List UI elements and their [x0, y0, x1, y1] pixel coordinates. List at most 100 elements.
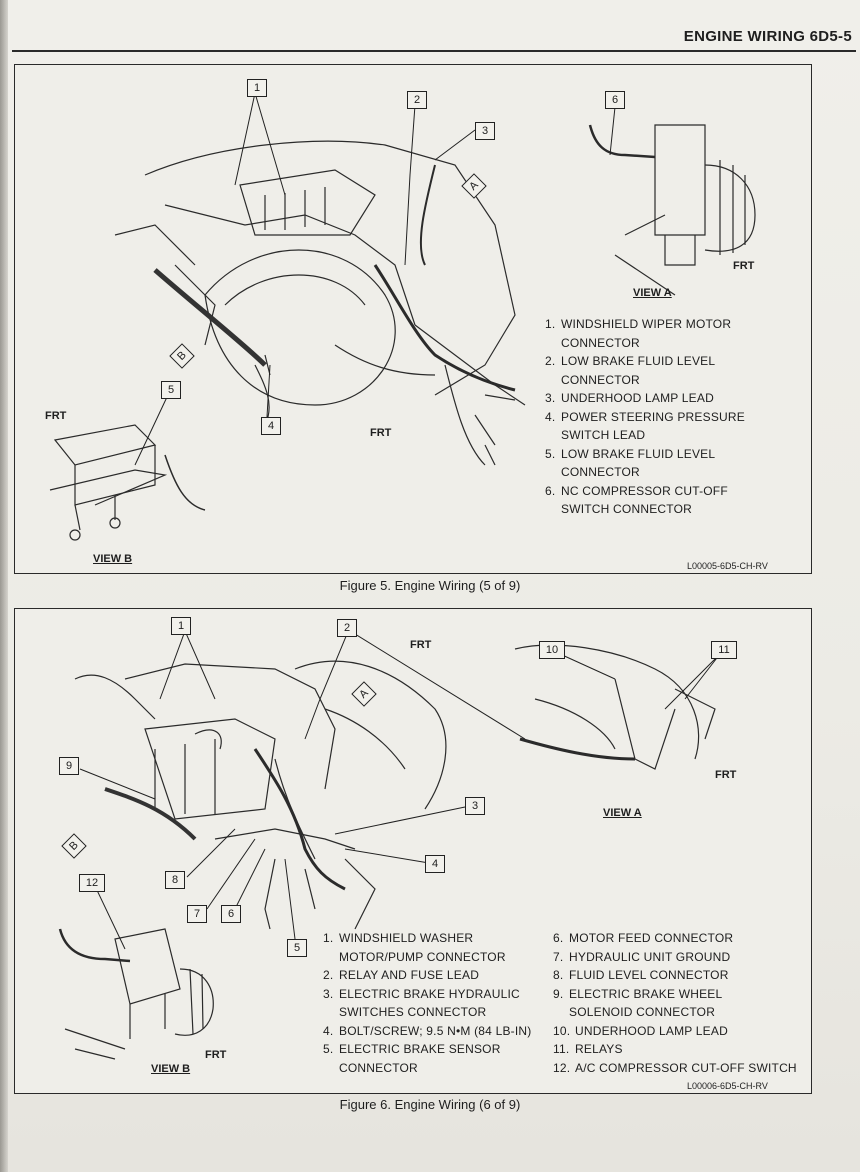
- legend-item-number: 1.: [323, 931, 334, 945]
- legend-item-line: 9. ELECTRIC BRAKE WHEEL: [553, 985, 803, 1004]
- legend-item-number: 6.: [553, 931, 564, 945]
- fig5-legend: 1. WINDSHIELD WIPER MOTOR CONNECTOR 2. LOW B…: [545, 315, 805, 519]
- fig5-frt-main: FRT: [370, 427, 392, 439]
- fig6-callout-3: 3: [465, 797, 485, 815]
- fig5-frt-view-a: FRT: [733, 260, 755, 272]
- legend-item-text: MOTOR FEED CONNECTOR: [569, 931, 734, 945]
- figure-5-caption: Figure 5. Engine Wiring (5 of 9): [339, 578, 521, 593]
- fig6-callout-8: 8: [165, 871, 185, 889]
- fig6-frt-main: FRT: [410, 639, 432, 651]
- legend-item-line: 6. MOTOR FEED CONNECTOR: [553, 929, 803, 948]
- legend-item-line: 1. WINDSHIELD WASHER: [323, 929, 543, 948]
- fig6-callout-7: 7: [187, 905, 207, 923]
- legend-item-text: LOW BRAKE FLUID LEVEL: [561, 446, 716, 461]
- legend-item-text: SWITCH LEAD: [561, 428, 646, 442]
- legend-item-text: WINDSHIELD WASHER: [339, 931, 474, 945]
- legend-item-text: RELAYS: [575, 1042, 623, 1056]
- fig5-view-b-label: VIEW B: [93, 553, 133, 565]
- figure-5-box: 1 2 3 4 5 6 A B FRT FRT FRT VIEW A VIEW …: [14, 64, 812, 574]
- legend-item-number: 4.: [323, 1023, 334, 1038]
- fig5-drawing-code: L00005-6D5-CH-RV: [687, 561, 768, 571]
- legend-item-text: ELECTRIC BRAKE SENSOR: [339, 1042, 501, 1056]
- fig6-frt-view-b: FRT: [205, 1049, 227, 1061]
- legend-item-line: SWITCH CONNECTOR: [545, 500, 805, 519]
- legend-item-number: 1.: [545, 317, 556, 331]
- legend-item-number: 11.: [553, 1042, 570, 1056]
- fig6-callout-1: 1: [171, 617, 191, 635]
- legend-item-text: CONNECTOR: [339, 1060, 418, 1075]
- fig6-callout-5: 5: [287, 939, 307, 957]
- fig6-view-a-label: VIEW A: [603, 807, 642, 819]
- legend-item-text: LOW BRAKE FLUID LEVEL: [561, 354, 716, 368]
- fig5-callout-2: 2: [407, 91, 427, 109]
- fig5-view-a-label: VIEW A: [633, 287, 672, 299]
- legend-item-line: 3. ELECTRIC BRAKE HYDRAULIC: [323, 985, 543, 1004]
- legend-item-line: 6. NC COMPRESSOR CUT-OFF: [545, 482, 805, 501]
- legend-item-number: 3.: [323, 986, 334, 1001]
- legend-item-number: 5.: [545, 446, 556, 461]
- legend-item-text: RELAY AND FUSE LEAD: [339, 968, 480, 982]
- legend-item-line: 5. ELECTRIC BRAKE SENSOR: [323, 1040, 543, 1059]
- legend-item-text: HYDRAULIC UNIT GROUND: [569, 949, 731, 964]
- fig6-frt-view-a: FRT: [715, 769, 737, 781]
- legend-item-text: SWITCHES CONNECTOR: [339, 1005, 487, 1019]
- legend-item-text: ELECTRIC BRAKE HYDRAULIC: [339, 986, 520, 1001]
- fig6-view-b-label: VIEW B: [151, 1063, 191, 1075]
- legend-item-text: A/C COMPRESSOR CUT-OFF SWITCH: [575, 1060, 797, 1075]
- legend-item-number: 7.: [553, 949, 564, 964]
- legend-item-text: SWITCH CONNECTOR: [561, 502, 692, 516]
- legend-item-number: 6.: [545, 483, 556, 498]
- legend-item-line: CONNECTOR: [545, 371, 805, 390]
- legend-item-number: 9.: [553, 986, 564, 1001]
- page-header-title: ENGINE WIRING 6D5-5: [683, 28, 852, 45]
- fig6-drawing-code: L00006-6D5-CH-RV: [687, 1081, 768, 1091]
- legend-item-number: 2.: [323, 968, 334, 982]
- fig5-frt-view-b: FRT: [45, 410, 67, 422]
- legend-item-line: 11. RELAYS: [553, 1040, 803, 1059]
- legend-item-text: POWER STEERING PRESSURE: [561, 409, 745, 424]
- legend-item-line: MOTOR/PUMP CONNECTOR: [323, 948, 543, 967]
- fig6-callout-10: 10: [539, 641, 565, 659]
- legend-item-line: CONNECTOR: [545, 463, 805, 482]
- legend-item-number: 2.: [545, 354, 556, 368]
- legend-item-number: 10.: [553, 1023, 571, 1038]
- fig6-callout-12: 12: [79, 874, 105, 892]
- legend-item-number: 4.: [545, 409, 556, 424]
- legend-item-line: SWITCHES CONNECTOR: [323, 1003, 543, 1022]
- legend-item-text: UNDERHOOD LAMP LEAD: [575, 1023, 728, 1038]
- legend-item-number: 5.: [323, 1042, 334, 1056]
- fig5-callout-4: 4: [261, 417, 281, 435]
- figure-6-caption: Figure 6. Engine Wiring (6 of 9): [339, 1097, 521, 1112]
- legend-item-line: 8.FLUID LEVEL CONNECTOR: [553, 966, 803, 985]
- legend-item-text: BOLT/SCREW; 9.5 N•M (84 LB-IN): [339, 1023, 532, 1038]
- fig6-callout-9: 9: [59, 757, 79, 775]
- legend-item-line: 12.A/C COMPRESSOR CUT-OFF SWITCH: [553, 1059, 803, 1078]
- fig6-callout-6: 6: [221, 905, 241, 923]
- page-binding-edge: [0, 0, 8, 1172]
- legend-item-text: WINDSHIELD WIPER MOTOR: [561, 317, 732, 331]
- legend-item-text: MOTOR/PUMP CONNECTOR: [339, 949, 506, 964]
- figure-5-illustration: [49, 92, 756, 541]
- fig6-callout-2: 2: [337, 619, 357, 637]
- legend-item-text: CONNECTOR: [561, 465, 640, 479]
- fig6-legend-left: 1. WINDSHIELD WASHER MOTOR/PUMP CONNECTOR 2…: [323, 929, 543, 1077]
- fig6-callout-11: 11: [711, 641, 737, 659]
- legend-item-line: 10. UNDERHOOD LAMP LEAD: [553, 1022, 803, 1041]
- legend-item-text: CONNECTOR: [561, 372, 640, 387]
- fig5-callout-3: 3: [475, 122, 495, 140]
- legend-item-line: 5. LOW BRAKE FLUID LEVEL: [545, 445, 805, 464]
- legend-item-text: ELECTRIC BRAKE WHEEL: [569, 986, 723, 1001]
- legend-item-text: NC COMPRESSOR CUT-OFF: [561, 483, 728, 498]
- legend-item-line: 2. LOW BRAKE FLUID LEVEL: [545, 352, 805, 371]
- fig6-legend-right: 6. MOTOR FEED CONNECTOR 7. HYDRAULIC UNIT G…: [553, 929, 803, 1077]
- fig6-callout-4: 4: [425, 855, 445, 873]
- legend-item-line: 3.UNDERHOOD LAMP LEAD: [545, 389, 805, 408]
- legend-item-line: 7. HYDRAULIC UNIT GROUND: [553, 948, 803, 967]
- legend-item-text: SOLENOID CONNECTOR: [569, 1005, 716, 1019]
- figure-6-illustration: [58, 630, 721, 1060]
- legend-item-line: CONNECTOR: [323, 1059, 543, 1078]
- legend-item-line: SWITCH LEAD: [545, 426, 805, 445]
- fig5-callout-5: 5: [161, 381, 181, 399]
- legend-item-number: 8.: [553, 968, 564, 982]
